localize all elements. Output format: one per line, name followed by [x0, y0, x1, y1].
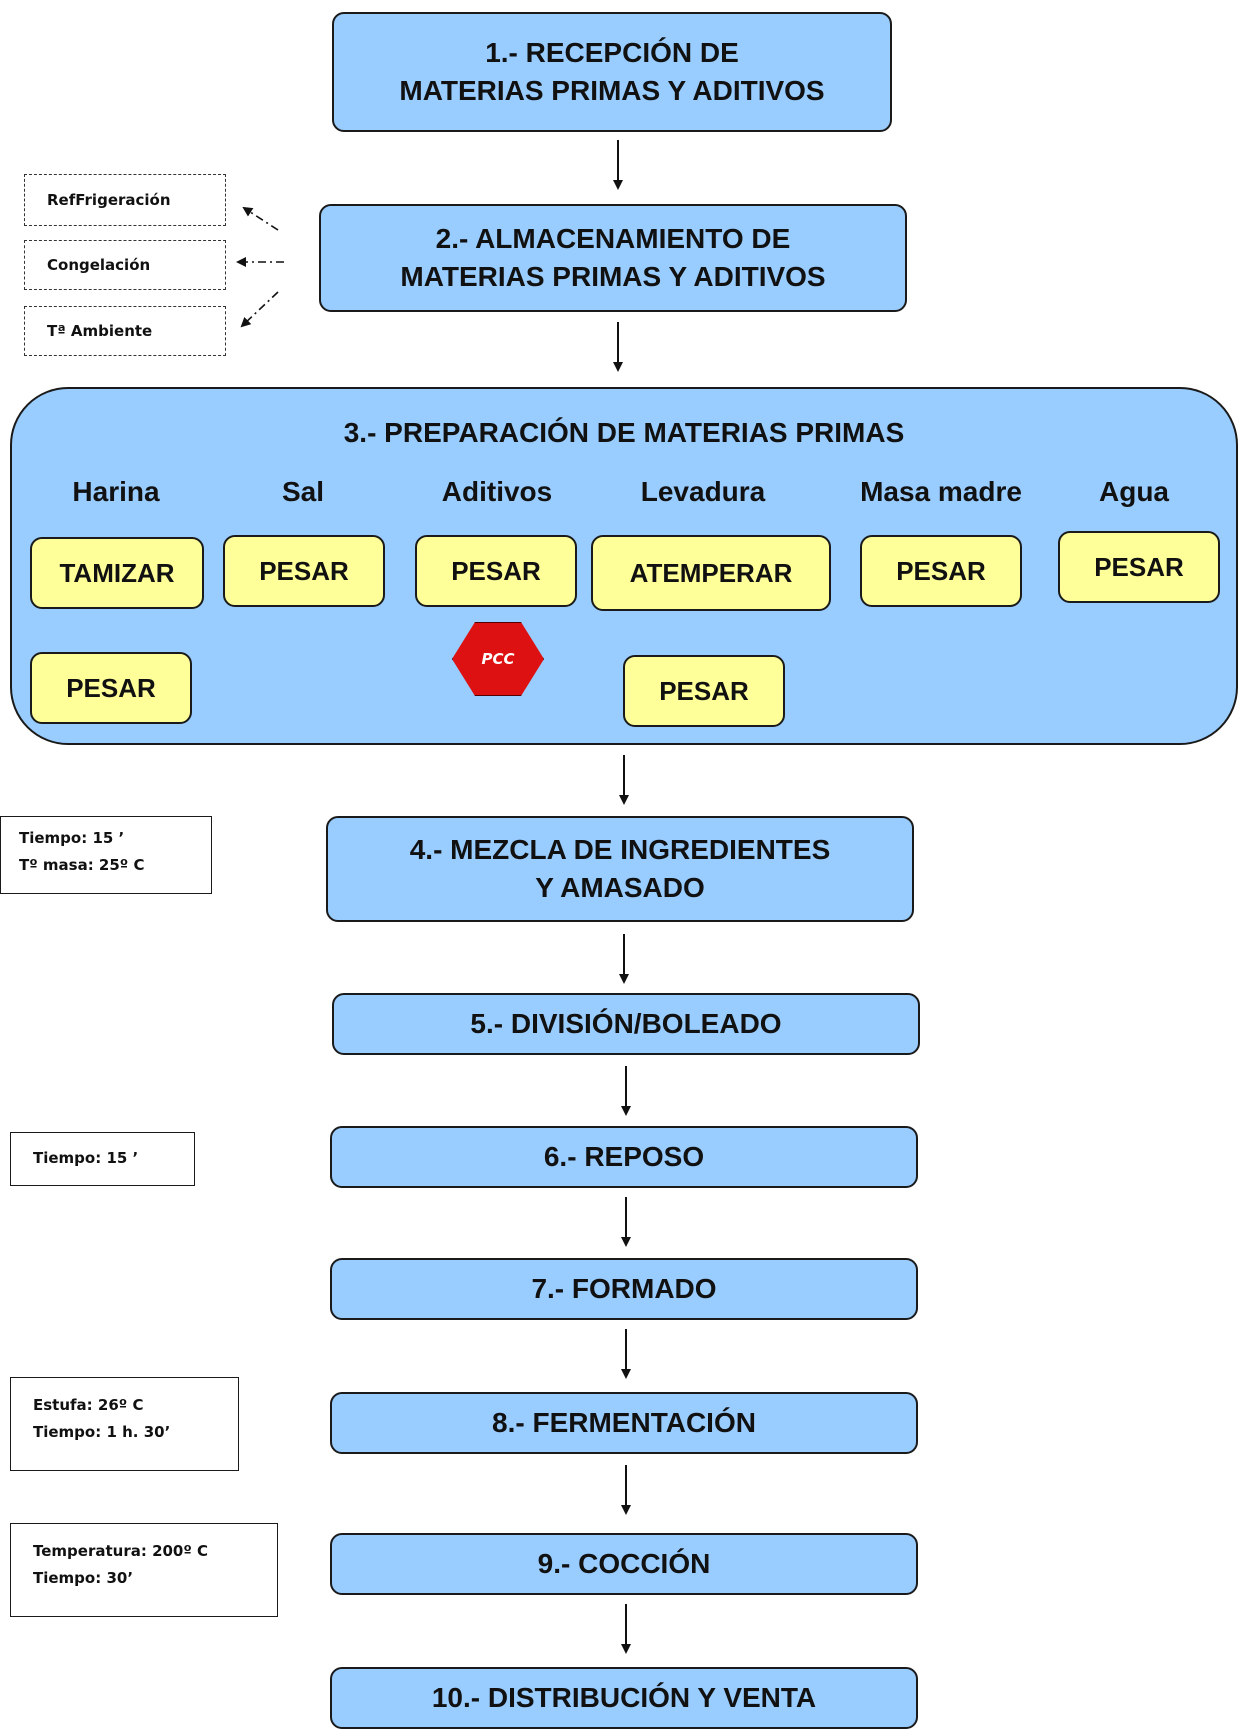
step-distribucion-line-1: 10.- DISTRIBUCIÓN Y VENTA: [431, 1682, 817, 1713]
step-mezcla-line-2: Y AMASADO: [535, 872, 705, 903]
action-tamizar: TAMIZAR: [30, 537, 204, 609]
action-pesar-agua: PESAR: [1058, 531, 1220, 603]
note-mezcla-line-1: Tiempo: 15 ’: [19, 829, 125, 847]
action-pesar-harina: PESAR: [30, 652, 192, 724]
step-reposo-line-1: 6.- REPOSO: [543, 1141, 705, 1172]
note-fermentacion-line-1: Estufa: 26º C: [33, 1396, 144, 1414]
pcc-label: PCC: [481, 650, 515, 668]
note-reposo-line-1: Tiempo: 15 ’: [33, 1149, 139, 1167]
step-recepcion: 1.- RECEPCIÓN DE MATERIAS PRIMAS Y ADITI…: [332, 12, 892, 132]
action-pesar-masa-madre: PESAR: [860, 535, 1022, 607]
arrow-to-refrigeracion: [242, 206, 279, 231]
note-coccion: Temperatura: 200º C Tiempo: 30’: [10, 1523, 278, 1617]
action-pesar-levadura: PESAR: [623, 655, 785, 727]
storage-congelacion-label: Congelación: [47, 256, 151, 274]
note-reposo: Tiempo: 15 ’: [10, 1132, 195, 1186]
step-almacenamiento-line-2: MATERIAS PRIMAS Y ADITIVOS: [400, 261, 826, 292]
storage-ambiente-label: Tª Ambiente: [47, 322, 153, 340]
step-fermentacion-line-1: 8.- FERMENTACIÓN: [492, 1407, 756, 1438]
action-atemperar: ATEMPERAR: [591, 535, 831, 611]
step-almacenamiento: 2.- ALMACENAMIENTO DE MATERIAS PRIMAS Y …: [319, 204, 907, 312]
ingredient-masa-madre: Masa madre: [860, 476, 1022, 507]
step-mezcla: 4.- MEZCLA DE INGREDIENTES Y AMASADO: [326, 816, 914, 922]
step-fermentacion: 8.- FERMENTACIÓN: [330, 1392, 918, 1454]
step-coccion-line-1: 9.- COCCIÓN: [537, 1548, 711, 1579]
action-pesar-sal: PESAR: [223, 535, 385, 607]
ingredient-aditivos: Aditivos: [441, 476, 553, 507]
step-coccion: 9.- COCCIÓN: [330, 1533, 918, 1595]
step-distribucion: 10.- DISTRIBUCIÓN Y VENTA: [330, 1667, 918, 1729]
ingredient-agua: Agua: [1099, 476, 1169, 507]
note-mezcla: Tiempo: 15 ’ Tº masa: 25º C: [0, 816, 212, 894]
storage-refrigeracion-label: RefFrigeración: [47, 191, 171, 209]
ingredient-sal: Sal: [281, 476, 325, 507]
step-recepcion-line-1: 1.- RECEPCIÓN DE: [485, 37, 739, 68]
step-recepcion-line-2: MATERIAS PRIMAS Y ADITIVOS: [399, 75, 825, 106]
step-preparacion-title: 3.- PREPARACIÓN DE MATERIAS PRIMAS: [343, 417, 905, 448]
storage-refrigeracion: RefFrigeración: [24, 174, 226, 226]
step-formado-line-1: 7.- FORMADO: [531, 1273, 717, 1304]
ingredient-levadura: Levadura: [640, 476, 766, 507]
arrow-to-ambiente: [240, 291, 279, 328]
action-pesar-aditivos: PESAR: [415, 535, 577, 607]
step-division-line-1: 5.- DIVISIÓN/BOLEADO: [470, 1008, 782, 1039]
ingredient-harina: Harina: [72, 476, 160, 507]
step-almacenamiento-line-1: 2.- ALMACENAMIENTO DE: [435, 223, 791, 254]
note-fermentacion-line-2: Tiempo: 1 h. 30’: [33, 1423, 171, 1441]
step-reposo: 6.- REPOSO: [330, 1126, 918, 1188]
storage-congelacion: Congelación: [24, 240, 226, 290]
note-mezcla-line-2: Tº masa: 25º C: [19, 856, 145, 874]
note-coccion-line-1: Temperatura: 200º C: [33, 1542, 209, 1560]
storage-ambiente: Tª Ambiente: [24, 306, 226, 356]
step-division: 5.- DIVISIÓN/BOLEADO: [332, 993, 920, 1055]
step-formado: 7.- FORMADO: [330, 1258, 918, 1320]
note-coccion-line-2: Tiempo: 30’: [33, 1569, 134, 1587]
step-mezcla-line-1: 4.- MEZCLA DE INGREDIENTES: [409, 834, 831, 865]
note-fermentacion: Estufa: 26º C Tiempo: 1 h. 30’: [10, 1377, 239, 1471]
